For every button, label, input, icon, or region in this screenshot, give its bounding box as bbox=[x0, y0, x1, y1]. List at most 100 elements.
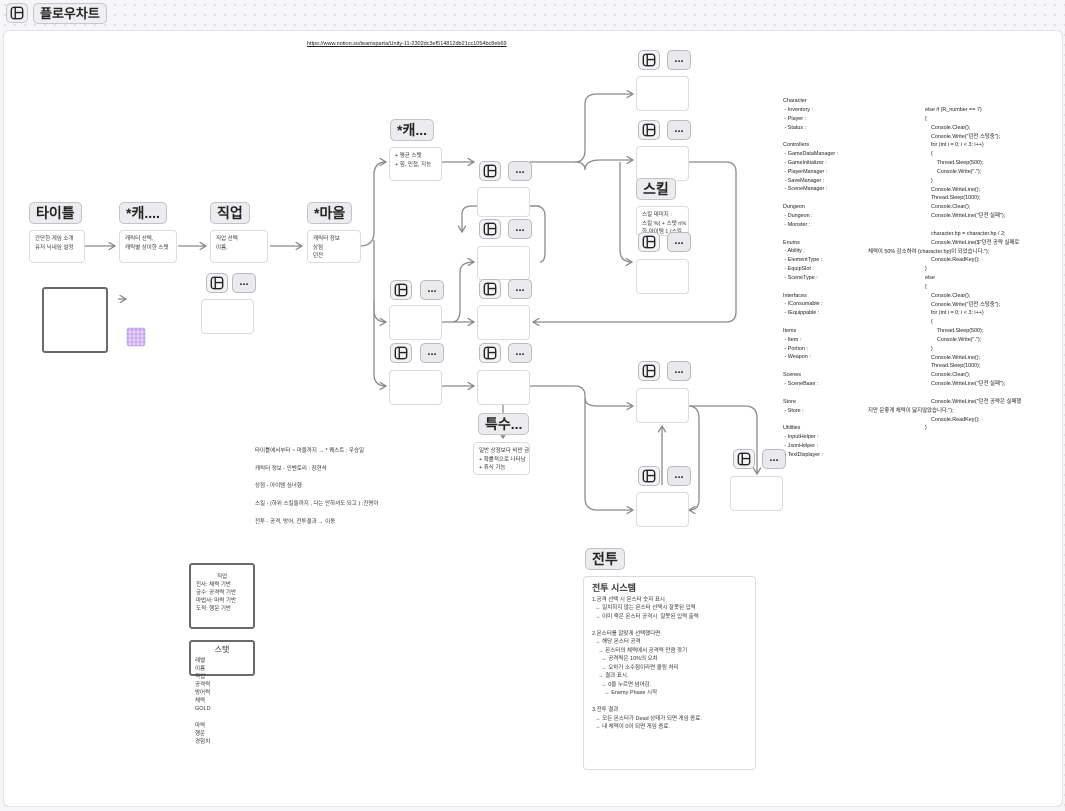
frame-icon[interactable] bbox=[733, 449, 755, 469]
empty-card[interactable] bbox=[636, 259, 689, 294]
more-button[interactable]: ... bbox=[667, 361, 691, 381]
battle-line: → 오차가 소수점이라면 올림 처리 bbox=[592, 664, 679, 671]
structure-line: - Status : bbox=[783, 124, 807, 131]
frame-icon[interactable] bbox=[638, 466, 660, 486]
battle-system-title: 전투 시스템 bbox=[592, 583, 636, 593]
stat-line: 공격력 bbox=[195, 682, 211, 688]
frame-icon[interactable] bbox=[479, 161, 501, 181]
more-button[interactable]: ... bbox=[508, 279, 532, 299]
empty-card[interactable] bbox=[636, 388, 689, 423]
assignment-note: 타이틀에서부터 ~ 마을까지 → * 퀘스트 : 우승일 bbox=[255, 448, 365, 454]
battle-tag[interactable]: 전투 bbox=[585, 548, 625, 570]
frame-icon[interactable] bbox=[479, 279, 501, 299]
special-shop-tag[interactable]: 특수... bbox=[478, 413, 530, 435]
more-button[interactable]: ... bbox=[667, 232, 691, 252]
structure-line bbox=[783, 283, 838, 292]
title-scene-tag[interactable]: 타이틀 bbox=[29, 202, 82, 224]
code-line: } bbox=[925, 266, 927, 273]
more-button[interactable]: ... bbox=[667, 50, 691, 70]
more-button[interactable]: ... bbox=[420, 280, 444, 300]
more-button[interactable]: ... bbox=[667, 120, 691, 140]
more-button[interactable]: ... bbox=[508, 161, 532, 181]
character-create-card[interactable]: 캐릭터 선택, 캐릭별 상이한 스탯 bbox=[119, 230, 177, 263]
frame-icon[interactable] bbox=[479, 219, 501, 239]
empty-card[interactable] bbox=[636, 492, 689, 527]
frame-icon[interactable] bbox=[206, 273, 228, 293]
stat-panel[interactable]: 스탯 bbox=[189, 640, 255, 676]
title-scene-card[interactable]: 간단한 게임 소개 유저 닉네임 설정 bbox=[29, 230, 85, 263]
frame-icon[interactable] bbox=[390, 280, 412, 300]
structure-line: - Item : bbox=[783, 336, 802, 343]
special-shop-card[interactable]: 일반 상점보다 비싼 금액 + 확률적으로 나타남 + 휴식 기능 bbox=[473, 442, 530, 475]
character-create-tag[interactable]: *캐.... bbox=[119, 202, 167, 224]
job-card[interactable]: 직업 선택 이름, bbox=[210, 230, 268, 263]
frame-icon[interactable] bbox=[638, 50, 660, 70]
more-button[interactable]: ... bbox=[508, 219, 532, 239]
stat-list: 레벨 이름 직업 공격력 방어력 체력 GOLD 마력 행운 경험치 bbox=[195, 657, 211, 746]
empty-card[interactable] bbox=[477, 370, 530, 405]
card-line: + 힘, 민첩, 지능 bbox=[395, 161, 432, 168]
more-button[interactable]: ... bbox=[232, 273, 256, 293]
frame-icon[interactable] bbox=[479, 343, 501, 363]
stat-line: 방어력 bbox=[195, 690, 211, 696]
frame-icon[interactable] bbox=[638, 120, 660, 140]
battle-line bbox=[592, 698, 747, 707]
skill-card[interactable]: 스킬 데미지 : 스킬 %( + 스탯 n% 한 아이템 1 (스킬 ... (… bbox=[636, 206, 689, 236]
stat-line: 직업 bbox=[195, 674, 206, 680]
job-panel[interactable]: 직업 전사: 체력 기반 궁수: 공격력 기반 마법사: 마력 기반 도적: 행… bbox=[189, 563, 255, 629]
card-line: 던전 bbox=[313, 253, 324, 259]
village-card[interactable]: 캐릭터 정보 상점 던전 bbox=[307, 230, 361, 263]
board-title[interactable]: 플로우차트 bbox=[33, 3, 107, 24]
battle-system-card[interactable]: 전투 시스템 1.공격 선택 시 몬스터 숫자 표시 → 일치하지 않는 몬스터… bbox=[583, 576, 756, 770]
more-button[interactable]: ... bbox=[762, 449, 786, 469]
structure-line: - Monster : bbox=[783, 221, 811, 228]
card-line: 간단한 게임 소개 bbox=[35, 236, 74, 242]
empty-card[interactable] bbox=[477, 246, 530, 280]
structure-line bbox=[783, 194, 838, 203]
job-tag[interactable]: 직업 bbox=[210, 202, 250, 224]
job-panel-line: 마법사: 마력 기반 bbox=[196, 598, 237, 604]
empty-card[interactable] bbox=[636, 146, 689, 181]
code-line: Thread.Sleep(500); bbox=[925, 160, 984, 167]
card-line: 스킬 %( + 스탯 n% bbox=[642, 220, 687, 227]
card-line: 캐릭터 선택, bbox=[125, 236, 154, 242]
notion-link[interactable]: https://www.notion.so/teamsparta/Unity-1… bbox=[307, 41, 507, 47]
empty-card[interactable] bbox=[201, 299, 254, 334]
empty-card[interactable] bbox=[730, 476, 783, 511]
dungeon-card[interactable] bbox=[389, 370, 442, 405]
empty-card[interactable] bbox=[636, 76, 689, 111]
empty-card[interactable] bbox=[477, 305, 530, 340]
empty-frame[interactable] bbox=[42, 287, 108, 353]
code-line: } bbox=[925, 345, 933, 352]
more-button[interactable]: ... bbox=[420, 343, 444, 363]
sticker-icon[interactable] bbox=[125, 326, 147, 348]
job-panel-line: 도적: 행운 기반 bbox=[196, 606, 231, 612]
code-line: Console.WriteLine($"던전 공략 실패로 bbox=[925, 239, 1020, 246]
code-line: for (int i = 0; i < 3; i++) bbox=[925, 310, 984, 317]
structure-line bbox=[783, 132, 838, 141]
code-line bbox=[925, 389, 1021, 398]
more-button[interactable]: ... bbox=[667, 466, 691, 486]
character-info-card[interactable]: + 평균 스탯 + 힘, 민첩, 지능 bbox=[389, 147, 442, 181]
empty-card[interactable] bbox=[477, 187, 530, 217]
structure-line: - InputHelper : bbox=[783, 434, 819, 441]
code-line: Console.Clear(); bbox=[925, 124, 971, 131]
skill-tag[interactable]: 스킬 bbox=[636, 178, 676, 200]
structure-line: - GameInitializer : bbox=[783, 159, 827, 166]
frame-icon[interactable] bbox=[638, 232, 660, 252]
inventory-card[interactable] bbox=[389, 305, 442, 340]
frame-icon[interactable] bbox=[6, 3, 28, 23]
frame-icon[interactable] bbox=[390, 343, 412, 363]
structure-line: - ElementType : bbox=[783, 257, 823, 264]
battle-line: 1.공격 선택 시 몬스터 숫자 표시 bbox=[592, 596, 665, 603]
frame-icon[interactable] bbox=[638, 361, 660, 381]
code-line: else if (R_number == 7) bbox=[925, 107, 982, 113]
code-line: Console.WriteLine(); bbox=[925, 354, 981, 361]
stat-line: GOLD bbox=[195, 706, 211, 712]
code-line: { bbox=[925, 115, 927, 122]
more-button[interactable]: ... bbox=[508, 343, 532, 363]
character-info-tag[interactable]: *캐... bbox=[390, 119, 434, 141]
village-tag[interactable]: *마을 bbox=[307, 202, 353, 224]
structure-line: - TextDisplayer : bbox=[783, 451, 824, 458]
code-line: Console.Write("던전 스탕중"); bbox=[925, 133, 1000, 140]
